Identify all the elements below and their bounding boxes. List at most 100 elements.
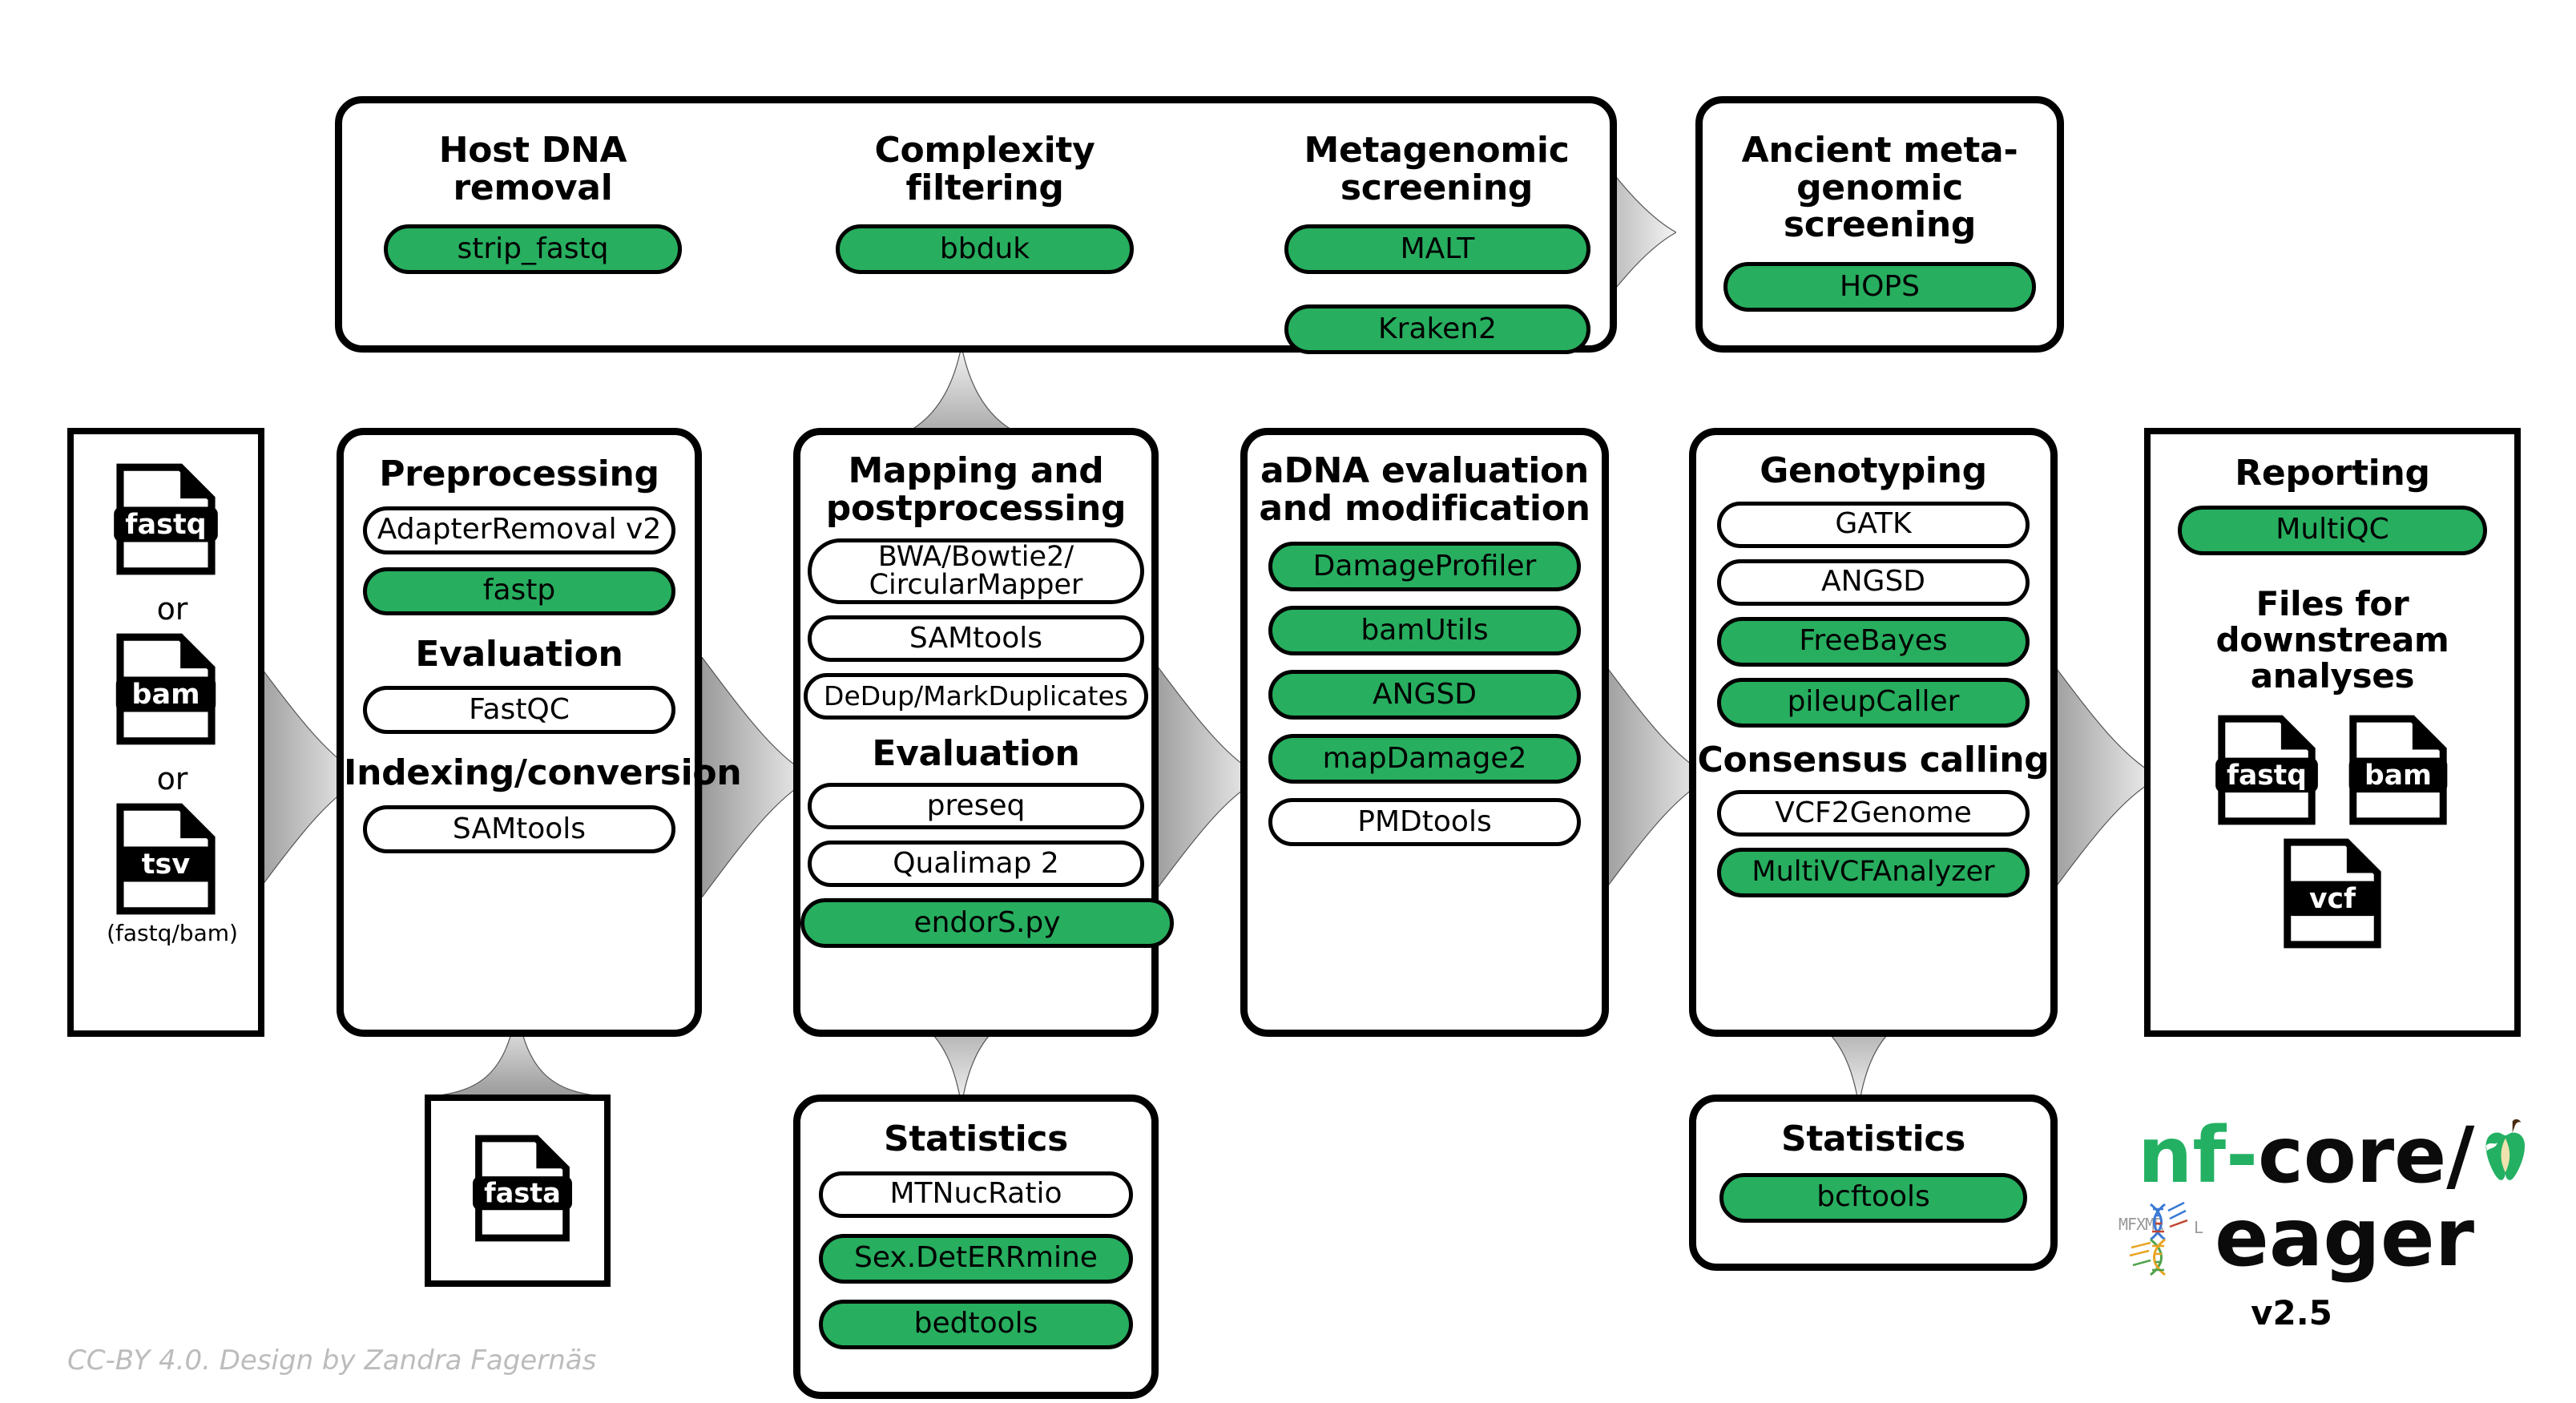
- tool-pill-endors-py[interactable]: endorS.py: [800, 897, 1174, 948]
- preprocessing-heading-indexing: Indexing/conversion: [344, 752, 742, 794]
- tool-pill-hops[interactable]: HOPS: [1723, 261, 2036, 312]
- tool-pill-dedup-markduplicates[interactable]: DeDup/MarkDuplicates: [804, 673, 1148, 720]
- input-files-panel: fastq or bam or tsv (fastq/bam): [67, 428, 264, 1037]
- tool-label-line0: BWA/Bowtie2/: [877, 540, 1074, 573]
- tool-label: strip_fastq: [457, 232, 609, 265]
- tool-pill-adapterremoval[interactable]: AdapterRemoval v2: [363, 506, 675, 554]
- svg-text:vcf: vcf: [2309, 883, 2356, 915]
- screening-column-complexity: Complexity filtering bbduk: [832, 130, 1137, 275]
- reference-fasta-panel: fasta: [425, 1095, 611, 1287]
- tool-pill-vcf2genome[interactable]: VCF2Genome: [1717, 790, 2030, 837]
- tool-pill-pileupcaller[interactable]: pileupCaller: [1717, 677, 2030, 728]
- mapping-heading-evaluation: Evaluation: [872, 733, 1080, 775]
- tool-label: pileupCaller: [1787, 685, 1960, 719]
- tool-label: PMDtools: [1357, 804, 1492, 838]
- genotyping-title: Genotyping: [1760, 450, 1987, 491]
- svg-text:fastq: fastq: [125, 509, 206, 541]
- adna-title-line0: aDNA evaluation: [1260, 450, 1589, 491]
- tool-pill-multiqc[interactable]: MultiQC: [2178, 505, 2487, 555]
- mapping-title-line1: postprocessing: [825, 487, 1127, 529]
- tool-label: DamageProfiler: [1312, 549, 1537, 583]
- tool-pill-mtnucratio[interactable]: MTNucRatio: [819, 1171, 1133, 1218]
- reporting-vcf-file-icon: vcf: [2281, 838, 2384, 949]
- reporting-panel: Reporting MultiQC Files for downstream a…: [2144, 428, 2521, 1037]
- tool-label: MultiQC: [2276, 513, 2389, 546]
- tool-label: mapDamage2: [1322, 741, 1527, 775]
- tool-label: ANGSD: [1820, 565, 1926, 599]
- screening-column-host-dna: Host DNA removal strip_fastq: [381, 130, 685, 275]
- tool-pill-bamutils[interactable]: bamUtils: [1268, 606, 1581, 656]
- tool-pill-preseq[interactable]: preseq: [808, 782, 1144, 829]
- reporting-subheading-line0: Files for downstream: [2215, 583, 2449, 659]
- input-or-label-1: or: [156, 591, 188, 627]
- stats-left-title: Statistics: [883, 1119, 1069, 1159]
- tool-label: AdapterRemoval v2: [377, 513, 662, 546]
- tool-pill-sex-determine[interactable]: Sex.DetERRmine: [819, 1233, 1133, 1284]
- tool-pill-damageprofiler[interactable]: DamageProfiler: [1268, 542, 1581, 592]
- fastq-file-icon: fastq: [114, 463, 218, 575]
- reporting-bam-file-icon: bam: [2347, 715, 2449, 825]
- adna-panel: aDNA evaluation and modification DamageP…: [1240, 428, 1609, 1037]
- dna-helix-icon: MFXMR L: [2115, 1198, 2213, 1278]
- tool-label: FastQC: [469, 692, 570, 726]
- screening-col1-title-line1: filtering: [905, 167, 1064, 208]
- input-note: (fastq/bam): [107, 920, 238, 946]
- tool-label: DeDup/MarkDuplicates: [824, 680, 1128, 712]
- tool-pill-bcftools[interactable]: bcftools: [1719, 1172, 2027, 1223]
- screening-col0-title-line0: Host DNA: [438, 130, 627, 171]
- tool-pill-kraken2[interactable]: Kraken2: [1284, 304, 1590, 355]
- apple-core-icon: [2479, 1117, 2532, 1194]
- tool-label: MTNucRatio: [889, 1177, 1062, 1211]
- tool-pill-angsd-adna[interactable]: ANGSD: [1268, 670, 1581, 720]
- tool-label: MALT: [1400, 232, 1475, 265]
- genotyping-heading-consensus: Consensus calling: [1697, 739, 2050, 780]
- nf-core-eager-logo: nf - core/ MFXMR L: [2115, 1114, 2532, 1338]
- tool-pill-qualimap2[interactable]: Qualimap 2: [808, 840, 1144, 887]
- tool-label: GATK: [1835, 507, 1912, 541]
- tool-pill-angsd-genotyping[interactable]: ANGSD: [1717, 558, 2030, 606]
- tool-pill-strip-fastq[interactable]: strip_fastq: [384, 224, 682, 275]
- reporting-subheading-line1: analyses: [2250, 656, 2415, 696]
- tool-label: preseq: [926, 788, 1026, 822]
- fasta-file-icon: fasta: [473, 1135, 572, 1242]
- svg-text:bam: bam: [2364, 760, 2432, 792]
- screening-column-metagenomic: Metagenomic screening MALT Kraken2: [1284, 130, 1590, 355]
- footer-credit: CC-BY 4.0. Design by Zandra Fagernäs: [67, 1345, 597, 1377]
- tool-pill-bwa-bowtie2-circularmapper[interactable]: BWA/Bowtie2/ CircularMapper: [808, 538, 1144, 605]
- preprocessing-heading-evaluation: Evaluation: [415, 633, 623, 675]
- tool-label: Qualimap 2: [893, 846, 1059, 880]
- svg-text:tsv: tsv: [142, 849, 191, 881]
- tool-pill-bedtools[interactable]: bedtools: [819, 1299, 1133, 1349]
- tool-pill-mapdamage2[interactable]: mapDamage2: [1268, 734, 1581, 784]
- screening-col0-title-line1: removal: [453, 167, 613, 208]
- tool-label: fastp: [482, 574, 556, 607]
- tool-pill-fastqc[interactable]: FastQC: [363, 686, 675, 735]
- tool-label: HOPS: [1840, 269, 1920, 303]
- tool-pill-gatk[interactable]: GATK: [1717, 501, 2030, 548]
- ancient-title-line0: Ancient meta-: [1741, 130, 2018, 171]
- screening-col2-title-line0: Metagenomic: [1304, 130, 1570, 171]
- tool-pill-freebayes[interactable]: FreeBayes: [1717, 616, 2030, 667]
- tool-label: bedtools: [913, 1307, 1038, 1341]
- stats-right-title: Statistics: [1780, 1119, 1966, 1159]
- bam-file-icon: bam: [114, 633, 218, 745]
- tool-pill-pmdtools[interactable]: PMDtools: [1268, 798, 1581, 847]
- screening-panel: Host DNA removal strip_fastq Complexity …: [335, 96, 1617, 355]
- input-or-label-2: or: [156, 761, 188, 796]
- svg-text:fasta: fasta: [484, 1177, 561, 1208]
- screening-col1-title-line0: Complexity: [874, 130, 1095, 171]
- tool-label: bbduk: [939, 232, 1030, 265]
- tool-label: endorS.py: [913, 905, 1061, 939]
- tool-pill-samtools-mapping[interactable]: SAMtools: [808, 615, 1144, 663]
- tool-label: Kraken2: [1378, 312, 1497, 345]
- tool-label: MultiVCFAnalyzer: [1752, 856, 1995, 889]
- tsv-file-icon: tsv: [114, 803, 218, 915]
- tool-pill-malt[interactable]: MALT: [1284, 224, 1590, 275]
- tool-pill-samtools-preproc[interactable]: SAMtools: [363, 804, 675, 853]
- tool-pill-multivcfanalyzer[interactable]: MultiVCFAnalyzer: [1717, 848, 2030, 898]
- mapping-title-line0: Mapping and: [848, 450, 1104, 491]
- ancient-panel: Ancient meta- genomic screening HOPS: [1695, 96, 2064, 353]
- tool-label: SAMtools: [909, 621, 1043, 655]
- tool-pill-bbduk[interactable]: bbduk: [836, 224, 1134, 275]
- tool-pill-fastp[interactable]: fastp: [363, 566, 675, 615]
